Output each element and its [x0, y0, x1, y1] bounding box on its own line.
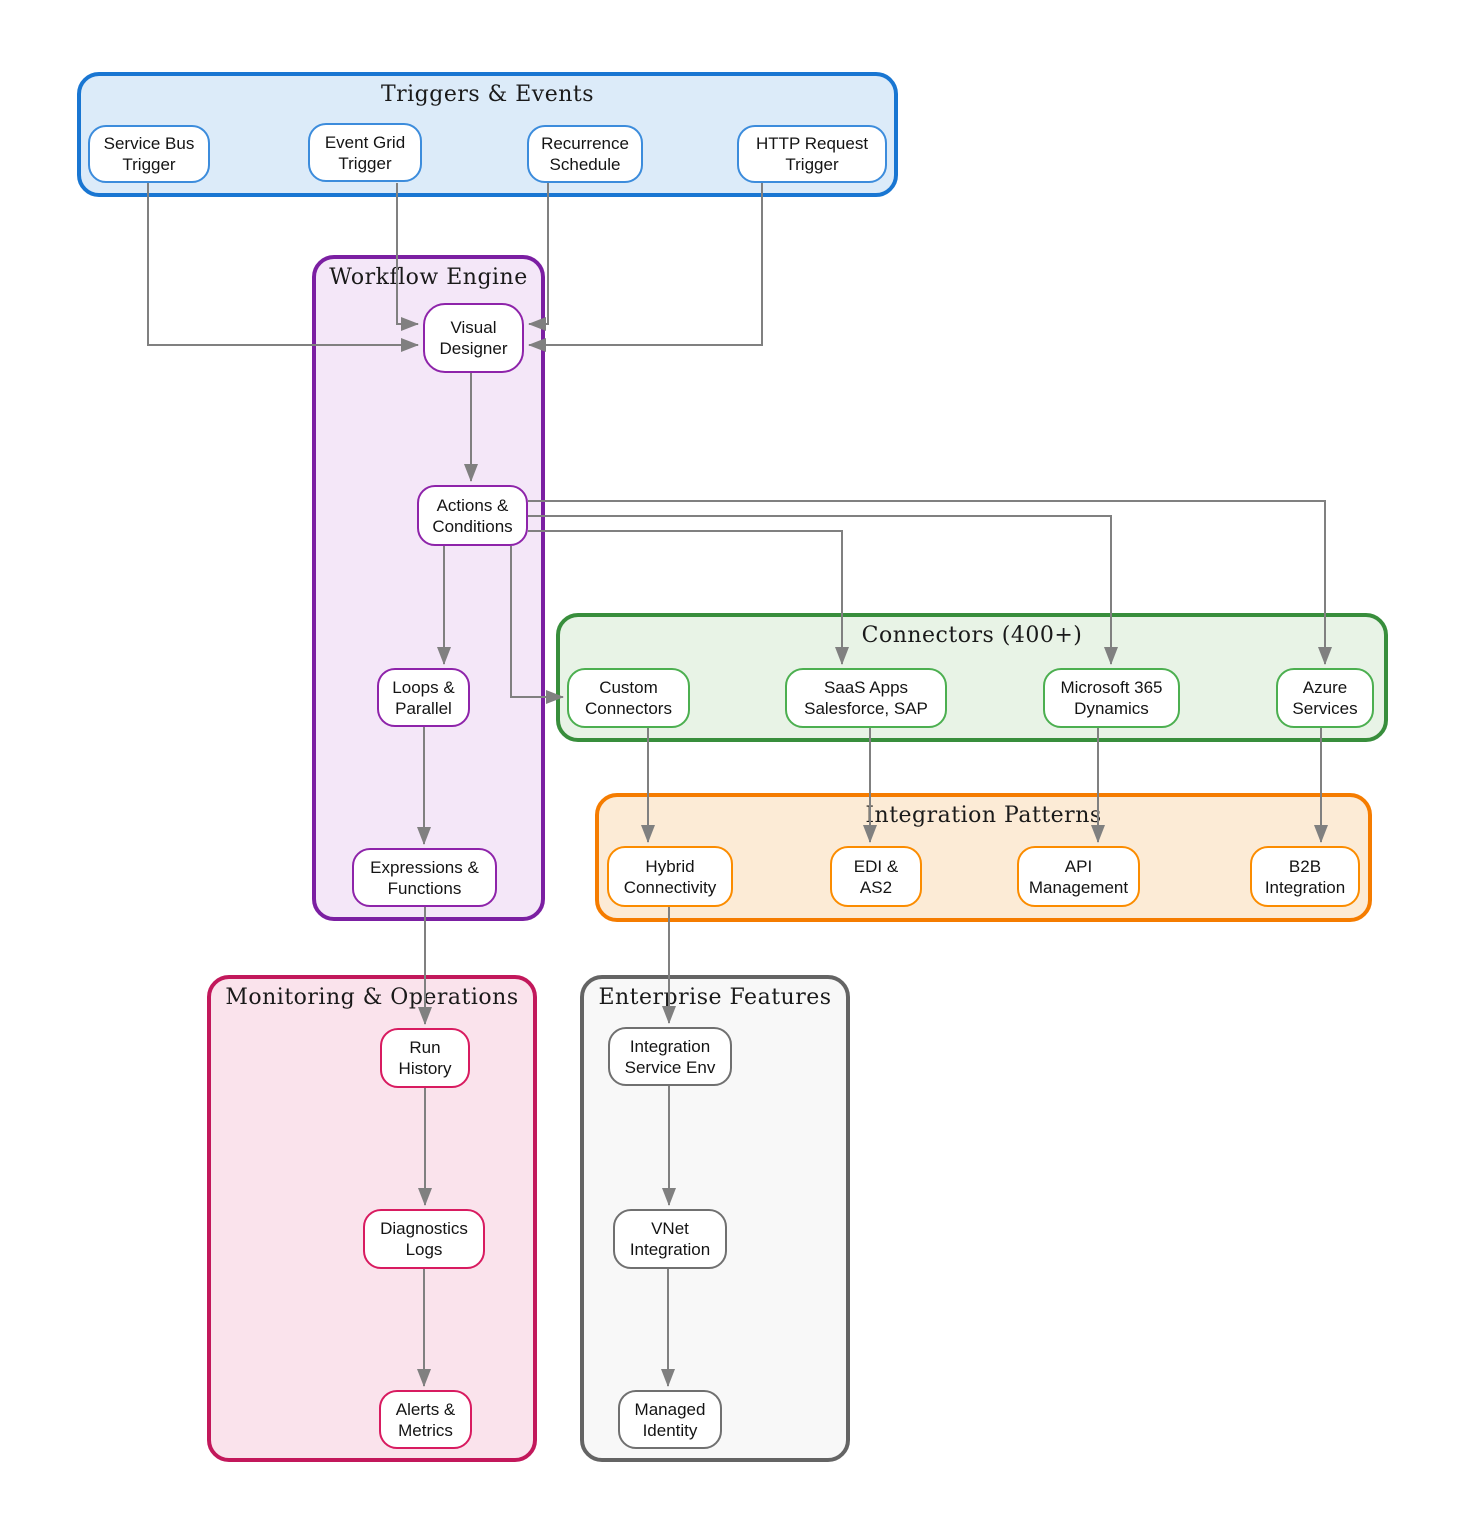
- node-api-management: API Management: [1017, 846, 1140, 907]
- node-alerts-metrics: Alerts & Metrics: [379, 1390, 472, 1449]
- node-saas-apps: SaaS Apps Salesforce, SAP: [785, 668, 947, 728]
- node-managed-identity: Managed Identity: [618, 1390, 722, 1449]
- node-azure-services: Azure Services: [1276, 668, 1374, 728]
- node-service-bus-trigger: Service Bus Trigger: [88, 125, 210, 183]
- node-edi-as2: EDI & AS2: [830, 846, 922, 907]
- node-http-request-trigger: HTTP Request Trigger: [737, 125, 887, 183]
- node-hybrid-connectivity: Hybrid Connectivity: [607, 846, 733, 907]
- node-microsoft-365-dynamics: Microsoft 365 Dynamics: [1043, 668, 1180, 728]
- node-b2b-integration: B2B Integration: [1250, 846, 1360, 907]
- group-title: Monitoring & Operations: [225, 985, 519, 1010]
- node-vnet-integration: VNet Integration: [613, 1209, 727, 1269]
- group-title: Connectors (400+): [861, 623, 1083, 648]
- node-run-history: Run History: [380, 1028, 470, 1088]
- group-title: Triggers & Events: [380, 82, 595, 107]
- node-event-grid-trigger: Event Grid Trigger: [308, 123, 422, 182]
- node-integration-service-env: Integration Service Env: [608, 1027, 732, 1086]
- node-diagnostics-logs: Diagnostics Logs: [363, 1209, 485, 1269]
- edge-httprequest-to-visualdesigner: [528, 183, 763, 352]
- node-visual-designer: Visual Designer: [423, 303, 524, 373]
- node-actions-conditions: Actions & Conditions: [417, 485, 528, 546]
- node-loops-parallel: Loops & Parallel: [377, 668, 470, 727]
- group-title: Integration Patterns: [865, 803, 1102, 828]
- node-custom-connectors: Custom Connectors: [567, 668, 690, 728]
- node-expressions-functions: Expressions & Functions: [352, 848, 497, 907]
- node-recurrence-schedule: Recurrence Schedule: [527, 125, 643, 183]
- group-title: Workflow Engine: [329, 265, 528, 290]
- group-title: Enterprise Features: [598, 985, 832, 1010]
